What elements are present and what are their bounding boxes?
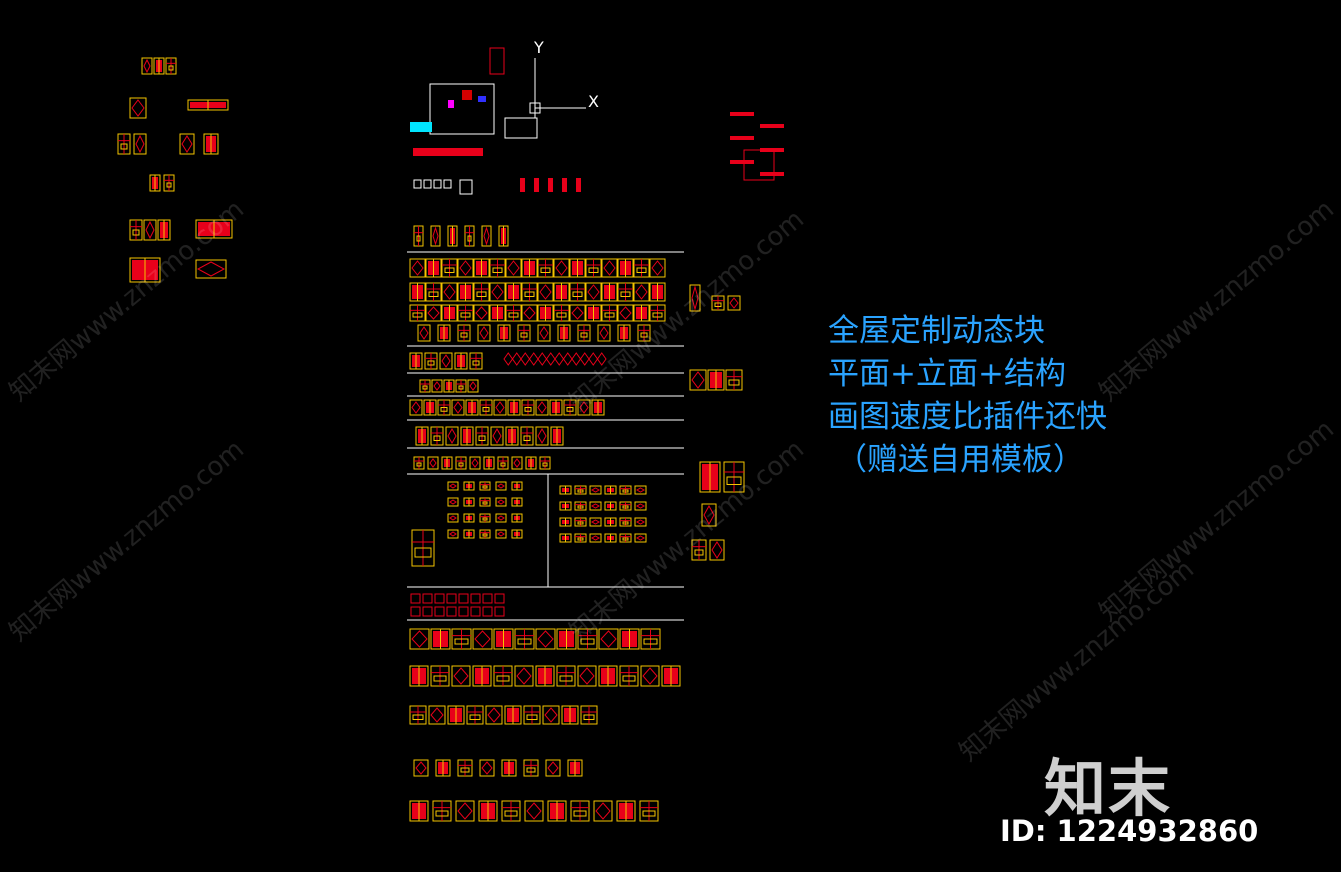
model-id: ID: 1224932860 (1000, 814, 1259, 848)
promo-line-3: 画图速度比插件还快 (828, 399, 1107, 435)
ucs-y-label: Y (533, 38, 544, 57)
brand-logo: 知末 (1044, 752, 1173, 825)
promo-line-4: （赠送自用模板） (836, 442, 1084, 478)
promo-line-2: 平面+立面+结构 (828, 356, 1066, 392)
cad-blocks (117, 47, 784, 822)
ucs-icon: Y X (529, 38, 599, 118)
ucs-x-label: X (588, 92, 599, 111)
promo-line-1: 全屋定制动态块 (828, 313, 1045, 349)
drawing-frames (407, 251, 684, 621)
promo-text: 全屋定制动态块 平面+立面+结构 画图速度比插件还快 （赠送自用模板） (828, 310, 1107, 482)
cad-drawing-canvas[interactable]: Y X (0, 0, 1238, 872)
